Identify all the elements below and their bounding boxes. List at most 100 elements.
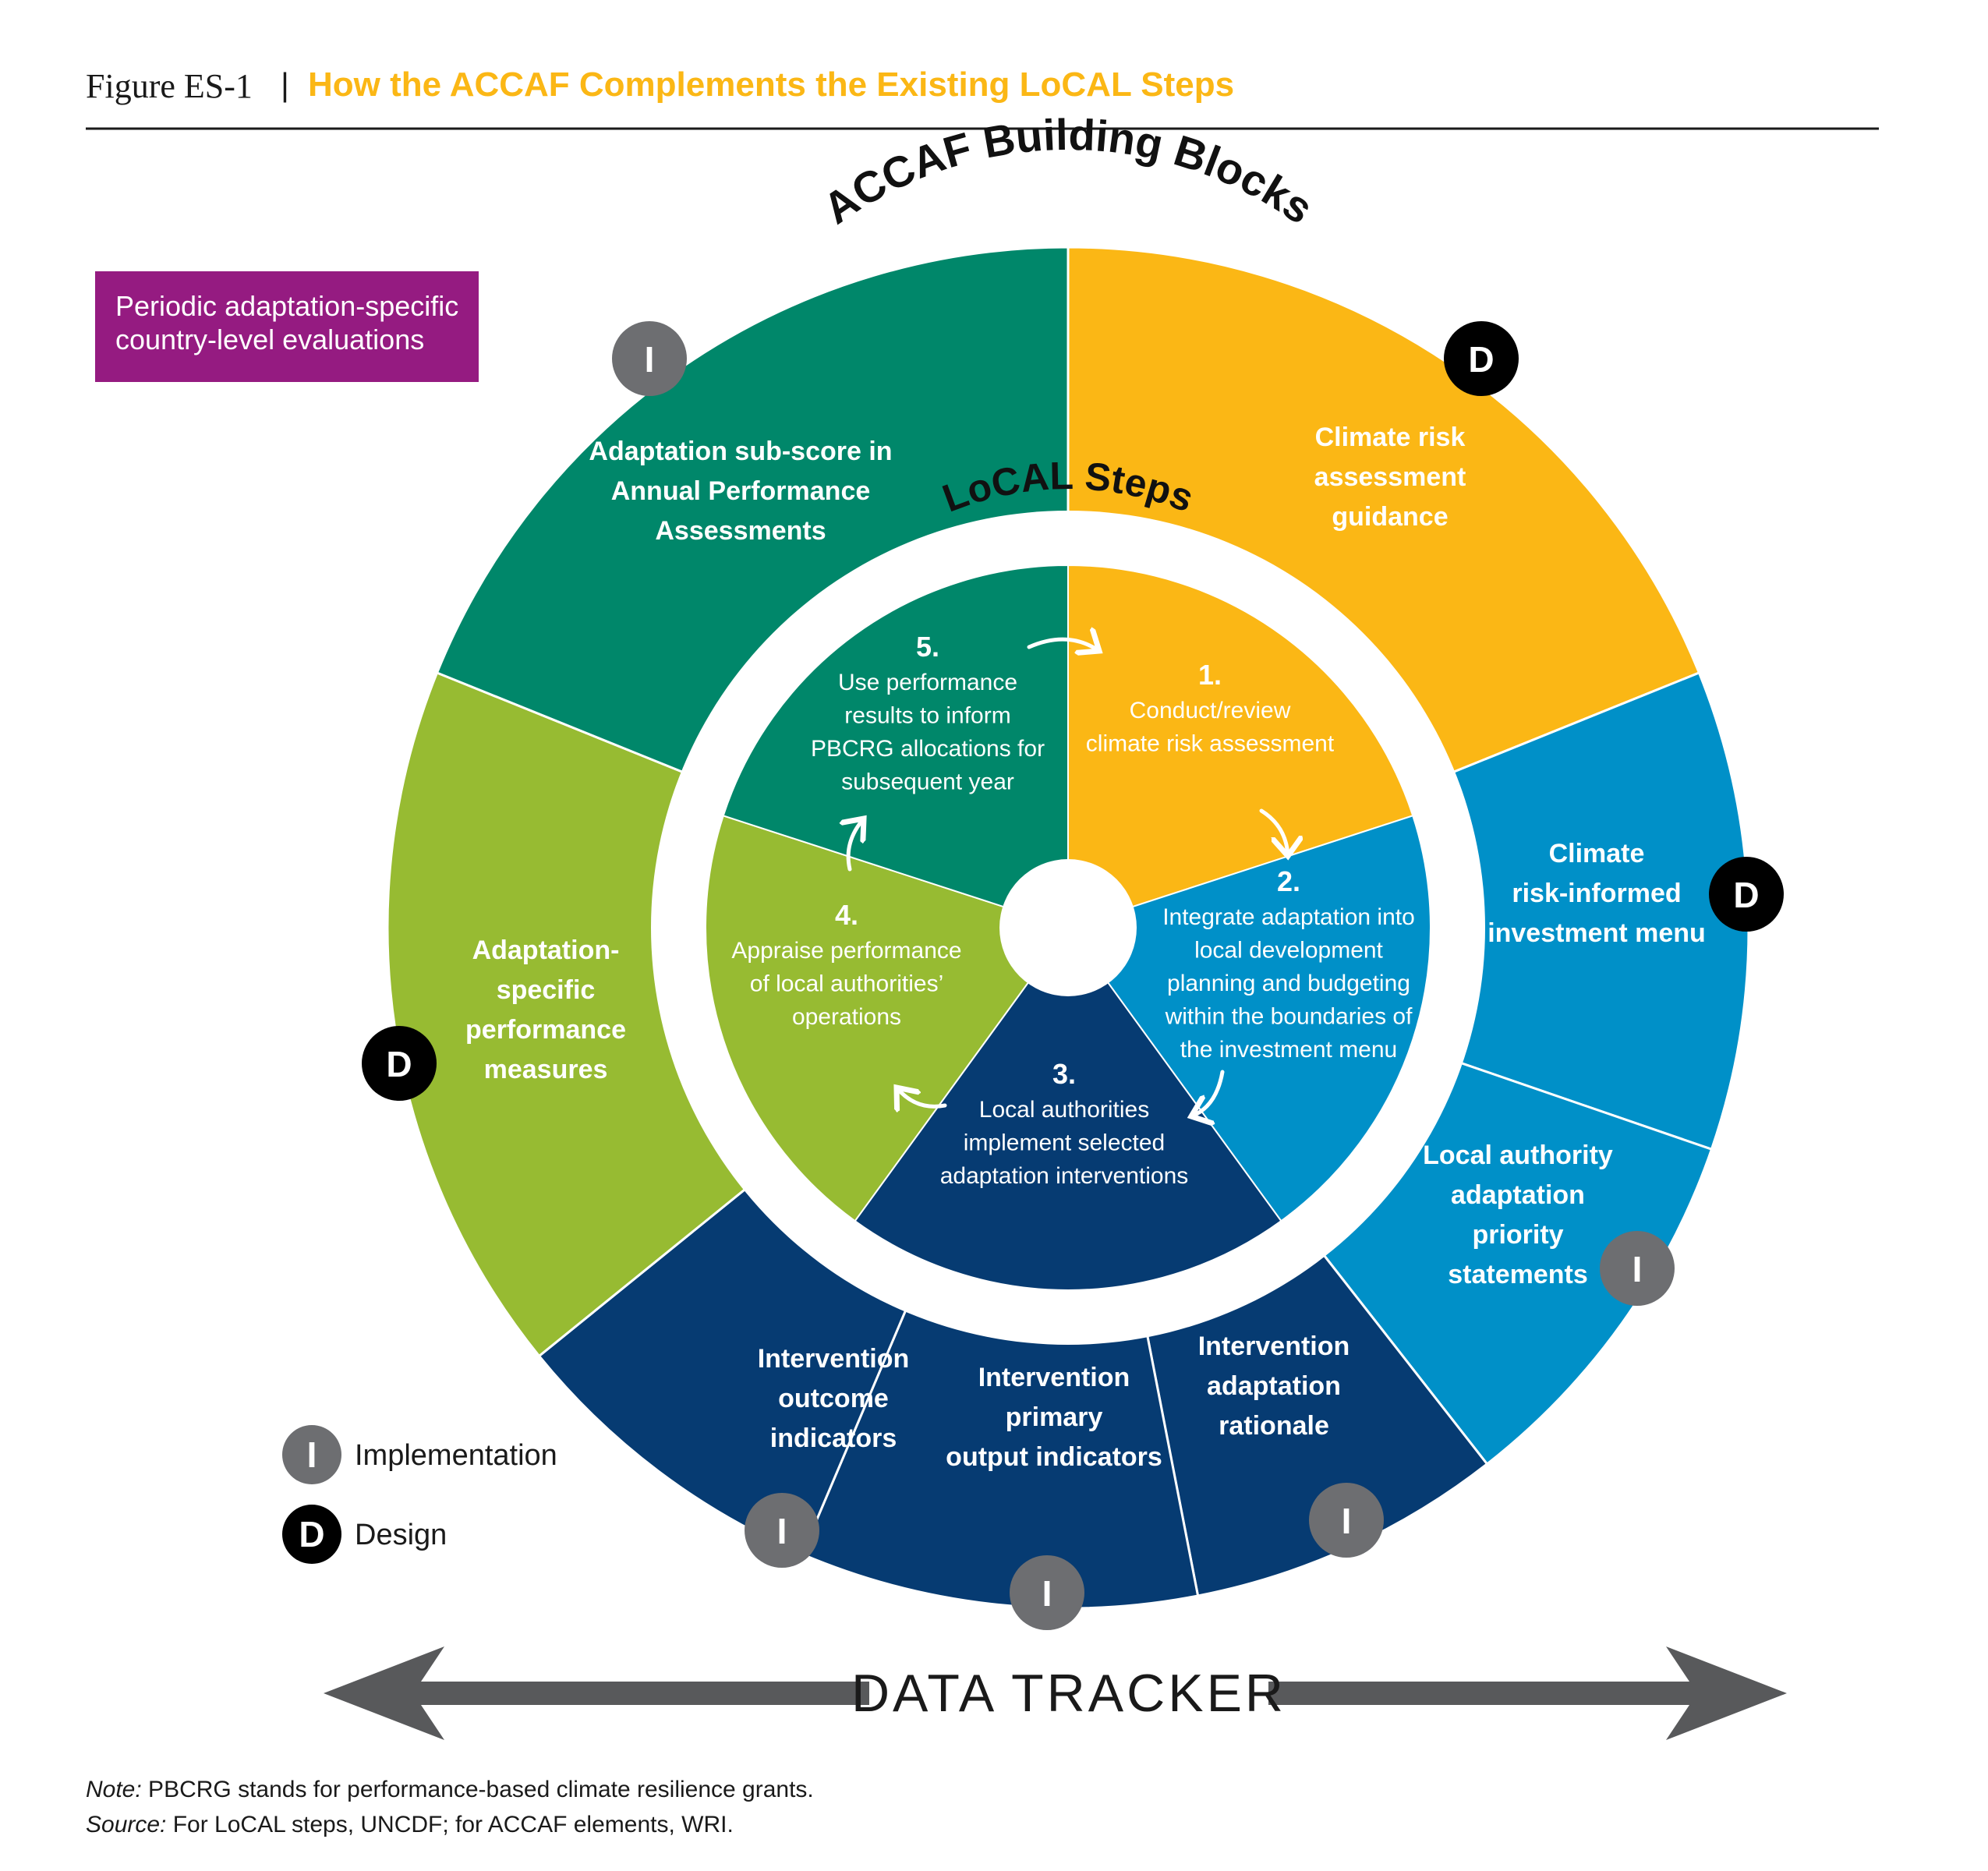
badge-letter: I [1632,1249,1643,1289]
local-step-label: 2. Integrate adaptation into local develop… [1162,865,1415,1063]
building-blocks-ring [386,246,1750,1610]
building-block-label-line: Climate [1549,839,1645,868]
building-block-label-line: adaptation [1451,1180,1585,1210]
legend-item-design: D Design [282,1505,447,1564]
legend: I Implementation D Design [282,1425,557,1564]
local-step-text-line: planning and budgeting [1167,971,1410,996]
local-step-text-line: Appraise performance [731,938,961,964]
building-block-label-line: performance [465,1015,626,1045]
local-step-text-line: operations [792,1004,901,1030]
local-step-text-line: Integrate adaptation into [1162,904,1415,930]
arrow-step2-to-step3 [1191,1070,1225,1116]
callout-line-1: Periodic adaptation-specific [115,290,458,322]
local-step-text-line: Use performance [838,670,1017,695]
building-block-label-line: Adaptation- [472,936,620,965]
local-step-text-line: PBCRG allocations for [811,736,1045,762]
badge-circle [362,1026,437,1101]
arrow-step5-to-step1 [1027,639,1099,651]
legend-implementation-letter: I [307,1434,317,1475]
building-block-label-line: Climate risk [1315,423,1466,452]
arrow-step1-to-step2 [1259,808,1288,856]
building-block-label-line: guidance [1332,502,1448,532]
building-block-label: Intervention outcome indicators [758,1344,910,1453]
building-block-label-line: investment menu [1487,918,1706,948]
data-tracker-label: DATA TRACKER [851,1664,1286,1723]
building-block-label-line: outcome [778,1384,889,1413]
building-block-label: Local authorityadaptationprioritystateme… [1423,1141,1613,1289]
building-block-label-line: risk-informed [1512,879,1681,908]
local-step-label: 3. Local authorities implement selected ada… [940,1058,1189,1189]
building-block-label-line: priority [1472,1220,1563,1250]
implementation-badge: I [1309,1483,1384,1558]
design-badge: D [1444,321,1519,396]
design-badge: D [362,1026,437,1101]
legend-design-letter: D [299,1514,324,1554]
local-step-text-line: the investment menu [1180,1037,1397,1063]
figure-separator: | [281,66,289,103]
local-step-text-line: Local authorities [979,1097,1149,1123]
badge-letter: D [386,1044,412,1084]
building-block-label-line: measures [484,1055,608,1084]
local-step-text-line: climate risk assessment [1086,731,1335,757]
building-block-label: Intervention adaptation rationale [1198,1332,1350,1441]
figure-notes: Note: PBCRG stands for performance-based… [86,1777,814,1837]
badge-circle [612,321,687,396]
badge-circle [1010,1555,1084,1630]
badge-letter: I [777,1511,787,1551]
local-step-number: 2. [1277,865,1300,897]
callout-box [95,271,479,382]
source-line: Source: For LoCAL steps, UNCDF; for ACCA… [86,1812,734,1837]
source-prefix: Source: [86,1812,166,1837]
badge-letter: D [1468,339,1494,380]
building-block-label-line: Adaptation sub-score in [589,437,892,466]
center-hub [999,859,1137,996]
local-step-number: 1. [1198,659,1222,691]
local-step-number: 4. [835,899,858,931]
step-flow-arrows [848,639,1288,1116]
figure-label: Figure ES-1 [86,67,253,105]
local-step-label: 1. Conduct/review climate risk assessment [1086,659,1335,757]
building-block-label-line: Intervention [978,1363,1130,1392]
note-prefix: Note: [86,1777,142,1802]
local-step-text-line: within the boundaries of [1165,1004,1413,1030]
building-block-label-line: rationale [1219,1411,1329,1441]
legend-implementation-label: Implementation [355,1439,557,1472]
building-block-label-line: adaptation [1207,1371,1341,1401]
badge-circle [1709,857,1784,932]
data-tracker-left-arrow [324,1646,869,1740]
callout-line-2: country-level evaluations [115,324,424,355]
building-block-label: Climate risk-informed investment menu [1487,839,1706,948]
local-step-text-line: local development [1194,938,1383,964]
local-step-number: 3. [1052,1058,1076,1090]
design-badge: D [1709,857,1784,932]
note-line: Note: PBCRG stands for performance-based… [86,1777,814,1802]
badge-letter: I [645,339,655,380]
badges: D D I I I I D I [362,321,1784,1630]
local-step-text-line: Conduct/review [1130,698,1291,723]
implementation-badge: I [745,1493,819,1568]
local-step-text-line: implement selected [964,1130,1165,1156]
building-block-label-line: output indicators [946,1442,1162,1472]
note-text: PBCRG stands for performance-based clima… [142,1777,814,1802]
building-block-label-line: Intervention [758,1344,910,1374]
badge-letter: I [1042,1573,1052,1614]
local-step-text-line: subsequent year [841,769,1014,795]
building-block-label: Adaptation-specific performance measures [465,936,626,1084]
implementation-badge: I [1010,1555,1084,1630]
building-block-label-line: specific [497,975,596,1005]
legend-design-label: Design [355,1519,447,1551]
local-step-text-line: of local authorities’ [750,971,943,997]
building-block-label-line: indicators [770,1424,897,1453]
arrow-step3-to-step4 [897,1088,947,1106]
badge-circle [1600,1231,1675,1306]
building-block-label-line: Intervention [1198,1332,1350,1361]
badge-letter: I [1342,1501,1352,1541]
building-block-label-line: Assessments [655,516,826,546]
legend-design-badge [282,1505,341,1564]
local-step-text-line: adaptation interventions [940,1163,1189,1189]
